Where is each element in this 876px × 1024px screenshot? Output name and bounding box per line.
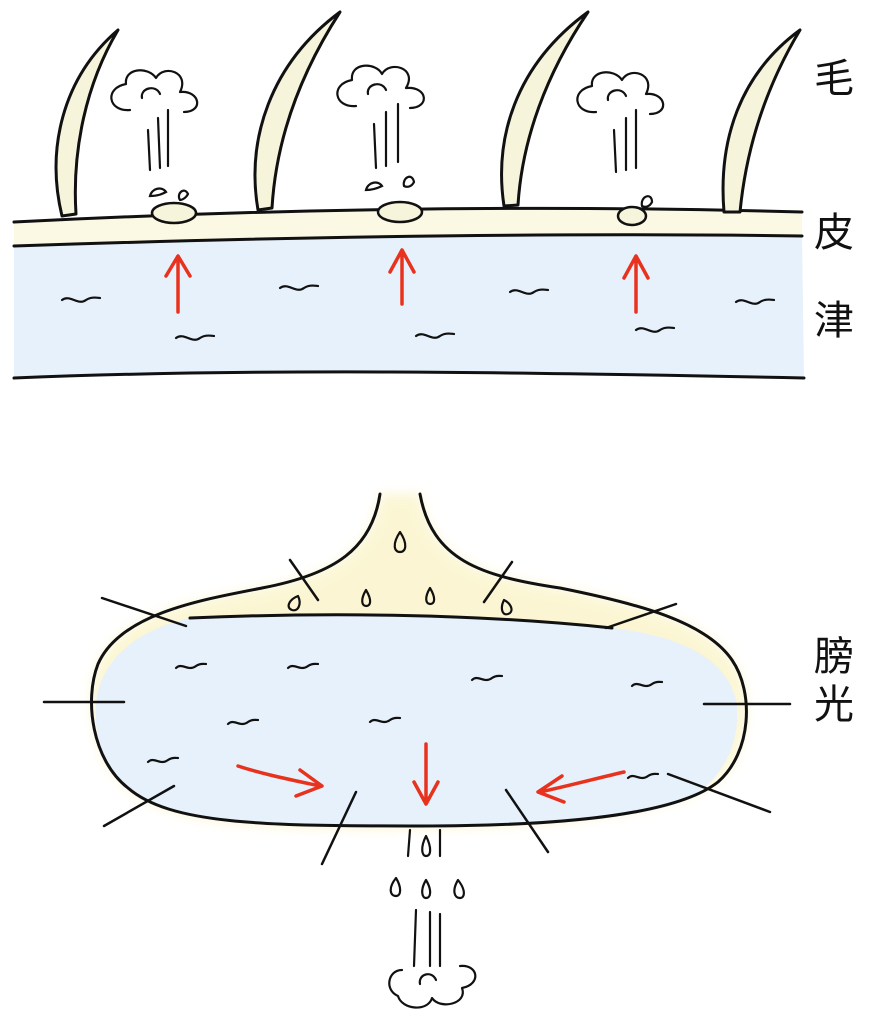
bladder-droplets	[287, 530, 513, 616]
hair-strand	[253, 10, 342, 212]
label-fluid: 津	[814, 298, 854, 344]
pore-group	[150, 200, 648, 227]
hair-strand	[721, 28, 802, 214]
vapor-group	[110, 64, 665, 174]
hair-group	[54, 10, 802, 218]
skin-section	[12, 10, 806, 380]
arrow-down	[412, 742, 440, 806]
bladder-fluid	[95, 614, 738, 826]
pore	[376, 200, 424, 224]
arrow-left	[536, 770, 626, 804]
label-hair: 毛	[814, 56, 854, 102]
hair-strand	[500, 10, 590, 208]
pore	[616, 205, 648, 227]
fluid-surface-line	[188, 613, 614, 630]
hair-strand	[54, 28, 120, 218]
arrow-right	[236, 764, 324, 798]
outflow-arrows	[236, 742, 626, 806]
upward-arrows	[164, 248, 650, 314]
skin-layer	[14, 208, 802, 246]
bladder-fluid-marks	[146, 662, 664, 780]
arrow-up	[164, 254, 192, 314]
label-bladder-1: 膀	[814, 634, 854, 680]
fluid-bottom-line	[12, 370, 806, 380]
arrow-up	[622, 254, 650, 314]
skin-inner-line	[12, 233, 804, 248]
fluid-layer	[14, 234, 804, 378]
bladder-section	[42, 492, 792, 1009]
label-bladder-2: 光	[814, 682, 854, 728]
arrow-up	[388, 248, 416, 306]
bladder-outline	[90, 492, 748, 828]
pore	[150, 201, 198, 225]
fluid-marks	[60, 284, 776, 341]
sweat-droplets	[148, 175, 654, 208]
label-skin: 皮	[814, 210, 854, 256]
outflow-stream	[388, 828, 477, 1009]
radiating-lines	[42, 558, 792, 866]
